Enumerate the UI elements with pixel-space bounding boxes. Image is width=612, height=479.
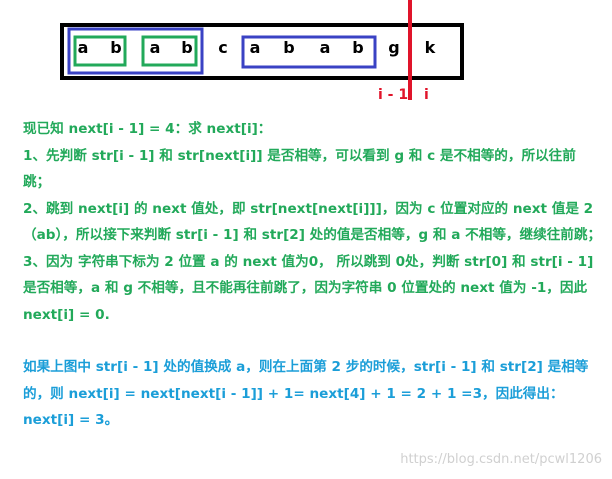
string-diagram [60, 0, 464, 100]
char-2: a [149, 38, 161, 57]
explanation-text: 现已知 next[i - 1] = 4：求 next[i]： 1、先判断 str… [23, 116, 603, 434]
index-label-prev: i - 1 [378, 87, 409, 103]
suffix-blue-box [241, 35, 377, 69]
paragraph-given: 现已知 next[i - 1] = 4：求 next[i]： [23, 121, 272, 137]
paragraph-step-1: 1、先判断 str[i - 1] 和 str[next[i]] 是否相等，可以看… [23, 147, 576, 191]
char-1: b [110, 38, 122, 57]
paragraph-alternative: 如果上图中 str[i - 1] 处的值换成 a，则在上面第 2 步的时候，st… [23, 359, 589, 428]
char-7: a [319, 38, 331, 57]
paragraph-step-2: 2、跳到 next[i] 的 next 值处，即 str[next[next[i… [23, 200, 602, 244]
string-characters: a b a b c a b a b g k [0, 0, 612, 100]
char-5: a [249, 38, 261, 57]
char-0: a [77, 38, 89, 57]
paragraph-step-3: 3、因为 字符串下标为 2 位置 a 的 next 值为0， 所以跳到 0处，判… [23, 253, 594, 323]
string-outer-box [60, 23, 464, 80]
prefix-green-box-2 [141, 35, 198, 67]
paragraph-gap [23, 328, 603, 354]
watermark: https://blog.csdn.net/pcwl1206 [400, 452, 602, 467]
char-9: g [388, 38, 400, 57]
char-10: k [424, 38, 436, 57]
char-6: b [283, 38, 295, 57]
char-4: c [218, 38, 228, 57]
index-label-cur: i [424, 87, 429, 103]
prefix-green-box-1 [73, 35, 127, 67]
prefix-blue-box [67, 27, 204, 75]
char-8: b [352, 38, 364, 57]
char-3: b [181, 38, 193, 57]
